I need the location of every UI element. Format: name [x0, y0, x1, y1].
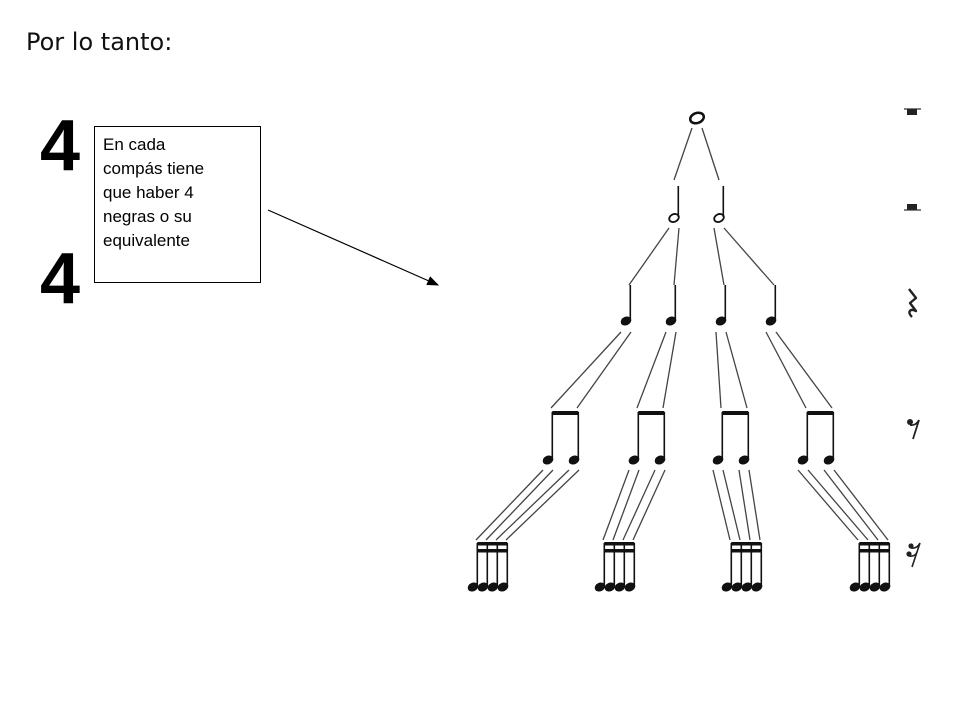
connector-line: [505, 469, 580, 541]
rest-shape: [909, 419, 920, 440]
quarter-rest: [908, 288, 918, 318]
eighth-note: [712, 412, 724, 465]
connector-line: [475, 469, 544, 541]
rest-block: [907, 204, 917, 210]
beam: [477, 542, 508, 546]
eighth-note: [738, 412, 750, 465]
connector-line: [622, 469, 656, 541]
callout-line: En cada: [103, 135, 166, 154]
callout-line: que haber 4: [103, 183, 194, 202]
rest-dot: [907, 419, 913, 425]
quarter-note: [620, 285, 632, 326]
callout-line: compás tiene: [103, 159, 205, 178]
page-title: Por lo tanto:: [26, 28, 173, 56]
time-signature-denominator: 4: [40, 239, 81, 319]
note-head: [688, 111, 706, 125]
eighth-note: [797, 412, 809, 465]
connector-line: [807, 469, 869, 541]
callout-arrow: [267, 209, 440, 286]
connector-line: [701, 127, 720, 181]
rest-dot: [906, 551, 912, 557]
connector-line: [662, 331, 677, 409]
sixteenth-note: [467, 543, 479, 592]
connector-line: [748, 469, 761, 541]
eighth-rest: [907, 419, 920, 440]
sixteenth-rest: [906, 542, 921, 568]
rest-column: [904, 108, 921, 568]
quarter-note: [765, 285, 777, 326]
sixteenth-note: [721, 543, 733, 592]
rest-dot: [908, 543, 914, 549]
connector-line: [612, 469, 640, 541]
eighth-note: [628, 412, 640, 465]
connector-line: [576, 331, 632, 409]
connector-line: [636, 331, 667, 409]
connector-line: [833, 469, 889, 541]
connector-line: [485, 469, 554, 541]
whole-rest: [904, 108, 921, 115]
eighth-note: [823, 412, 835, 465]
quarter-note: [665, 285, 677, 326]
beam: [731, 542, 762, 546]
connector-line: [715, 331, 722, 409]
half-note: [713, 186, 725, 223]
beam: [859, 549, 890, 553]
connector-line: [602, 469, 630, 541]
beam: [552, 411, 579, 415]
rest-block: [907, 109, 917, 115]
connector-line: [628, 227, 670, 286]
connector-line: [775, 331, 833, 409]
beam: [722, 411, 749, 415]
explanation-callout: En cada compás tiene que haber 4 negras …: [94, 126, 261, 283]
connector-line: [712, 469, 731, 541]
eighth-note: [654, 412, 666, 465]
beam: [477, 549, 508, 553]
eighth-note: [542, 412, 554, 465]
connector-line: [713, 227, 725, 286]
connector-line: [722, 469, 741, 541]
tree-notes: [467, 111, 891, 592]
connector-line: [738, 469, 751, 541]
eighth-note: [568, 412, 580, 465]
half-note: [668, 186, 680, 223]
beam: [807, 411, 834, 415]
connector-line: [673, 127, 693, 181]
sixteenth-note: [594, 543, 606, 592]
rest-shape: [908, 542, 921, 568]
connector-line: [765, 331, 807, 409]
connector-line: [823, 469, 879, 541]
beam: [638, 411, 665, 415]
half-rest: [904, 204, 921, 211]
connector-line: [632, 469, 666, 541]
connector-line: [723, 227, 775, 286]
time-signature-numerator: 4: [40, 106, 81, 186]
callout-line: negras o su: [103, 207, 192, 226]
callout-line: equivalente: [103, 231, 190, 250]
tree-connectors: [475, 127, 889, 541]
connector-line: [550, 331, 622, 409]
beam: [859, 542, 890, 546]
connector-line: [725, 331, 748, 409]
connector-line: [673, 227, 680, 286]
rest-shape: [908, 288, 918, 318]
whole-note: [688, 111, 706, 125]
beam: [731, 549, 762, 553]
connector-line: [797, 469, 859, 541]
connector-line: [495, 469, 570, 541]
beam: [604, 542, 635, 546]
beam: [604, 549, 635, 553]
sixteenth-note: [849, 543, 861, 592]
quarter-note: [715, 285, 727, 326]
